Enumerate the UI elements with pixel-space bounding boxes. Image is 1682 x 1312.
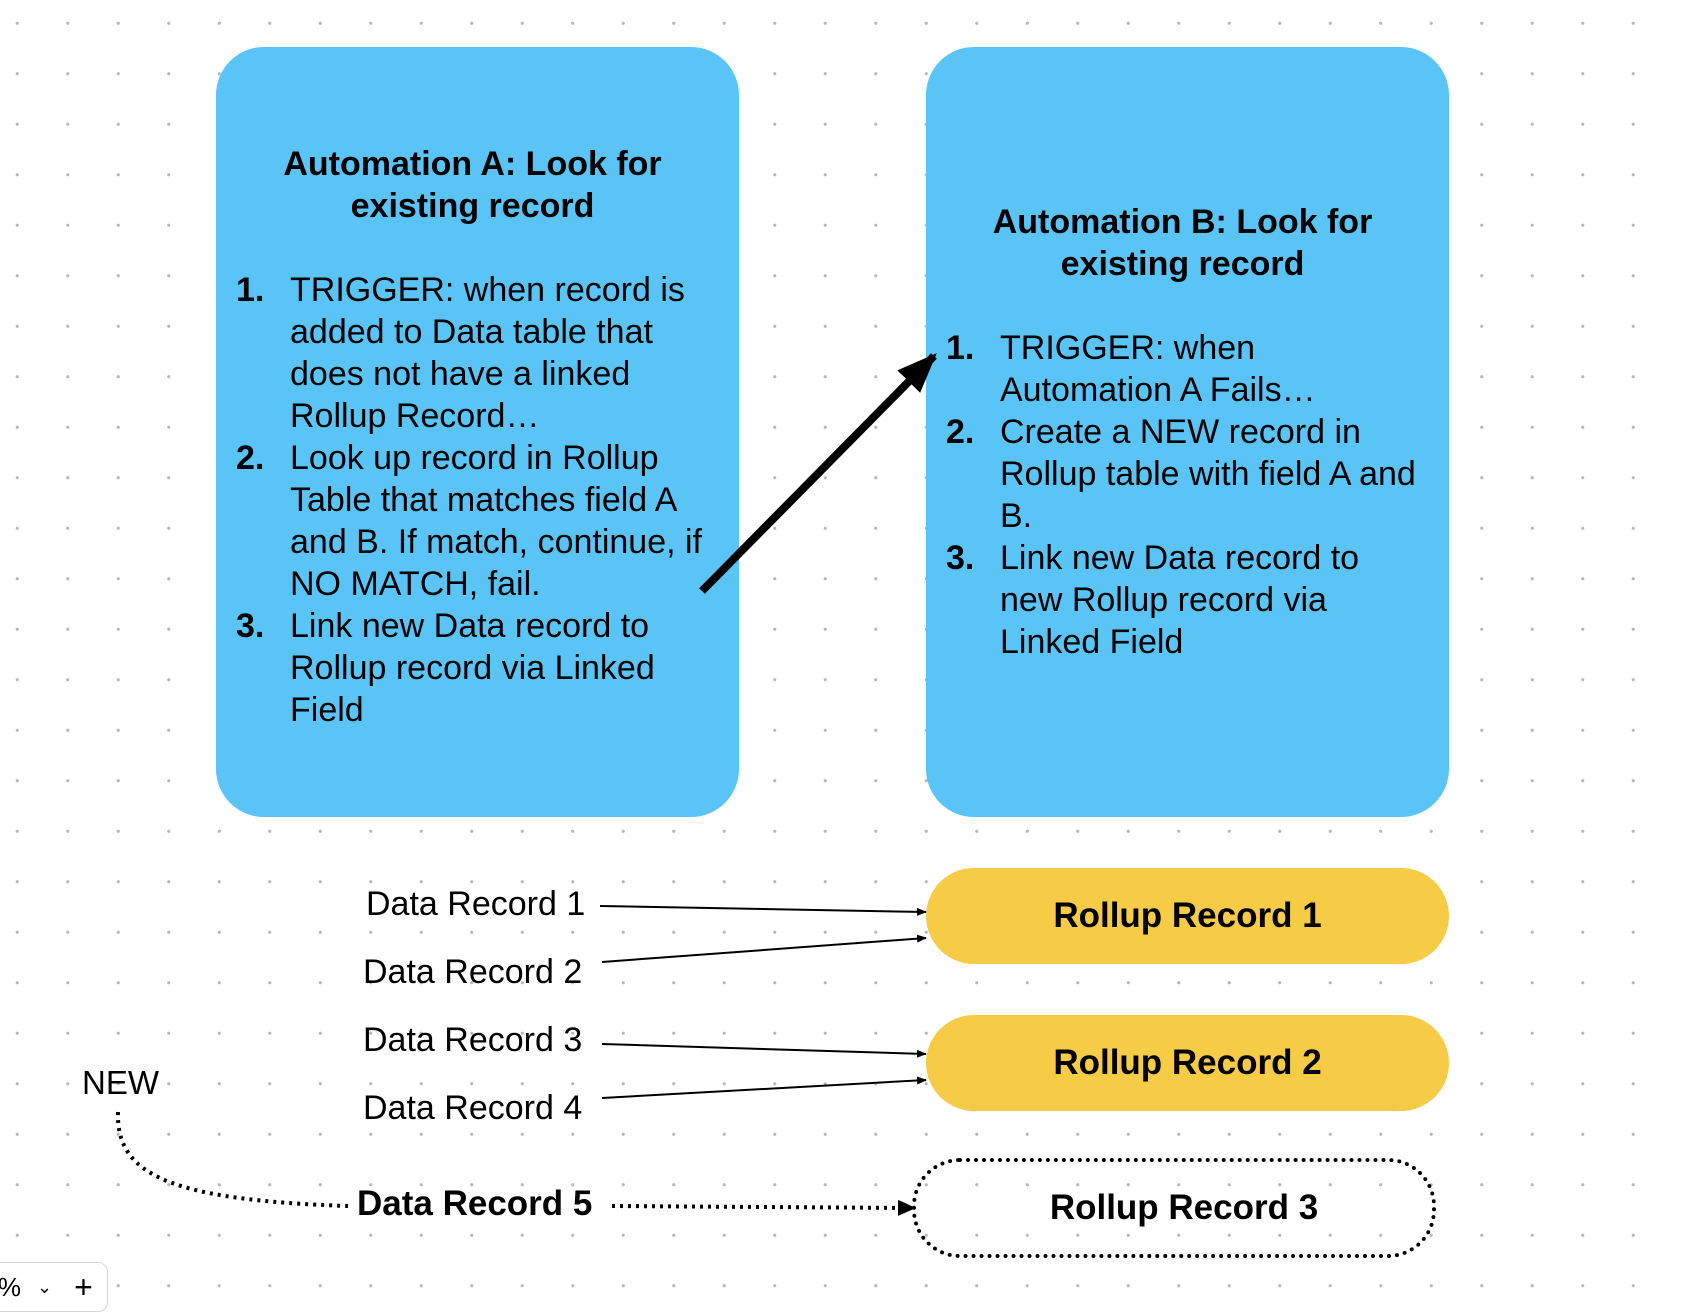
data-record-2[interactable]: Data Record 2 — [363, 953, 583, 991]
step-number: 2. — [236, 439, 265, 477]
arrow-data3-to-rollup2[interactable] — [601, 1043, 927, 1058]
automation-a-step: 1. TRIGGER: when record is added to Data… — [236, 269, 709, 437]
step-text: Look up record in Rollup Table that matc… — [290, 439, 703, 603]
automation-b-step: 2. Create a NEW record in Rollup table w… — [946, 411, 1419, 537]
arrow-data4-to-rollup2[interactable] — [601, 1076, 927, 1099]
automation-b-step: 3. Link new Data record to new Rollup re… — [946, 537, 1419, 663]
step-text: Create a NEW record in Rollup table with… — [1000, 413, 1416, 535]
step-text: Link new Data record to new Rollup recor… — [1000, 539, 1360, 661]
step-number: 3. — [946, 539, 975, 577]
data-record-5[interactable]: Data Record 5 — [357, 1184, 593, 1223]
dotted-data5-to-rollup3[interactable] — [611, 1199, 916, 1216]
automation-a-steps: 1. TRIGGER: when record is added to Data… — [236, 269, 709, 731]
automation-b-step: 1. TRIGGER: when Automation A Fails… — [946, 327, 1419, 411]
automation-a-title: Automation A: Look for existing record — [283, 145, 662, 225]
step-text: TRIGGER: when Automation A Fails… — [1000, 329, 1316, 409]
automation-b-steps: 1. TRIGGER: when Automation A Fails… 2. … — [946, 327, 1419, 663]
arrow-data1-to-rollup1[interactable] — [599, 905, 927, 916]
arrow-data2-to-rollup1[interactable] — [601, 934, 927, 963]
step-number: 3. — [236, 607, 265, 645]
plus-icon[interactable]: + — [74, 1268, 93, 1305]
zoom-control[interactable]: % ⌄ + — [0, 1262, 108, 1312]
step-number: 1. — [946, 329, 975, 367]
automation-a-card[interactable]: Automation A: Look for existing record 1… — [216, 47, 739, 817]
step-number: 1. — [236, 271, 265, 309]
data-record-3[interactable]: Data Record 3 — [363, 1021, 583, 1059]
rollup-record-2[interactable]: Rollup Record 2 — [926, 1015, 1449, 1111]
step-text: TRIGGER: when record is added to Data ta… — [290, 271, 685, 435]
automation-b-title: Automation B: Look for existing record — [992, 203, 1373, 283]
dotted-new-to-data5[interactable] — [115, 1111, 349, 1208]
automation-a-step: 2. Look up record in Rollup Table that m… — [236, 437, 709, 605]
rollup-record-1[interactable]: Rollup Record 1 — [926, 868, 1449, 964]
data-record-1[interactable]: Data Record 1 — [366, 885, 586, 923]
automation-b-card[interactable]: Automation B: Look for existing record 1… — [926, 47, 1449, 817]
rollup-record-3[interactable]: Rollup Record 3 — [912, 1158, 1436, 1258]
step-text: Link new Data record to Rollup record vi… — [290, 607, 655, 729]
automation-a-step: 3. Link new Data record to Rollup record… — [236, 605, 709, 731]
new-label[interactable]: NEW — [82, 1064, 159, 1101]
step-number: 2. — [946, 413, 975, 451]
zoom-value[interactable]: % — [0, 1271, 21, 1302]
chevron-down-icon[interactable]: ⌄ — [37, 1276, 53, 1297]
data-record-4[interactable]: Data Record 4 — [363, 1089, 583, 1127]
